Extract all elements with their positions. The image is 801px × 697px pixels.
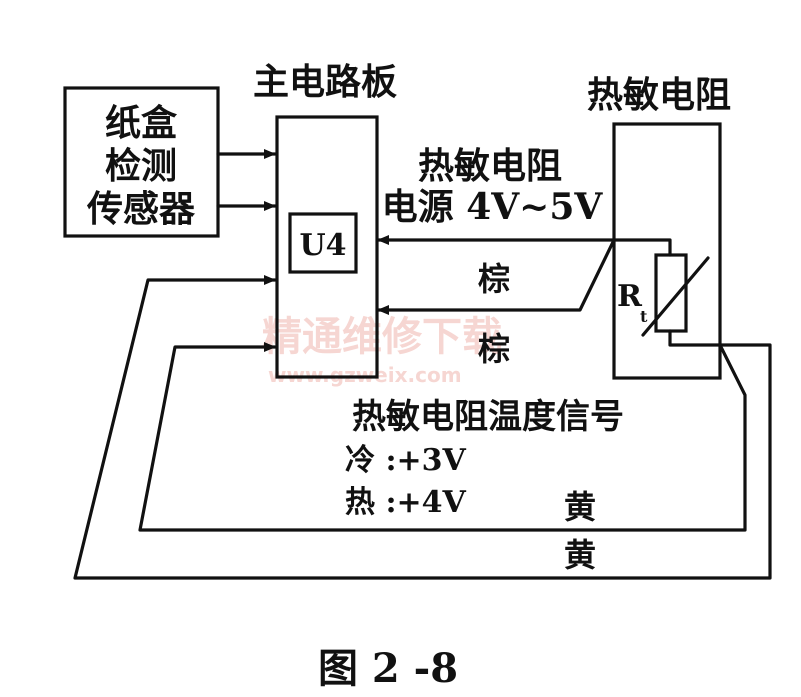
brown-label-upper: 棕 [478, 260, 510, 298]
main-board-box [275, 115, 379, 379]
thermistor-box [612, 122, 722, 380]
temp-signal-label: 热敏电阻温度信号 [352, 397, 624, 437]
brown-label-lower: 棕 [478, 330, 510, 368]
power-label-line-1: 热敏电阻 [418, 145, 562, 187]
watermark-url: www.gzweix.com [268, 363, 462, 387]
yellow-wire-outer [73, 275, 772, 580]
sensor-box [63, 86, 220, 238]
r-symbol: R [617, 279, 643, 314]
yellow-label-upper: 黄 [564, 488, 596, 526]
r-subscript: t [640, 307, 648, 326]
u4-chip-box [288, 212, 358, 274]
thermistor-label: 热敏电阻 [587, 74, 731, 116]
sensor-label-line-2: 检测 [105, 145, 177, 187]
cold-voltage-label: 冷 :+3V [345, 443, 467, 478]
main-board-label: 主电路板 [253, 61, 397, 103]
hot-voltage-label: 热 :+4V [345, 485, 467, 520]
watermark-text: 精通维修下载 [262, 314, 502, 360]
yellow-wire-inner [138, 342, 747, 532]
thermistor-slash [641, 256, 710, 337]
brown-wire-upper [376, 235, 672, 257]
yellow-label-lower: 黄 [564, 536, 596, 574]
power-label-line-2: 电源 4V~5V [382, 186, 604, 228]
sensor-label-line-1: 纸盒 [105, 102, 178, 144]
u4-chip-label: U4 [299, 228, 346, 263]
brown-wire-lower [376, 238, 616, 315]
thermistor-resistor [654, 253, 688, 333]
sensor-label-line-3: 传感器 [86, 188, 196, 230]
figure-caption: 图 2 -8 [318, 645, 458, 692]
